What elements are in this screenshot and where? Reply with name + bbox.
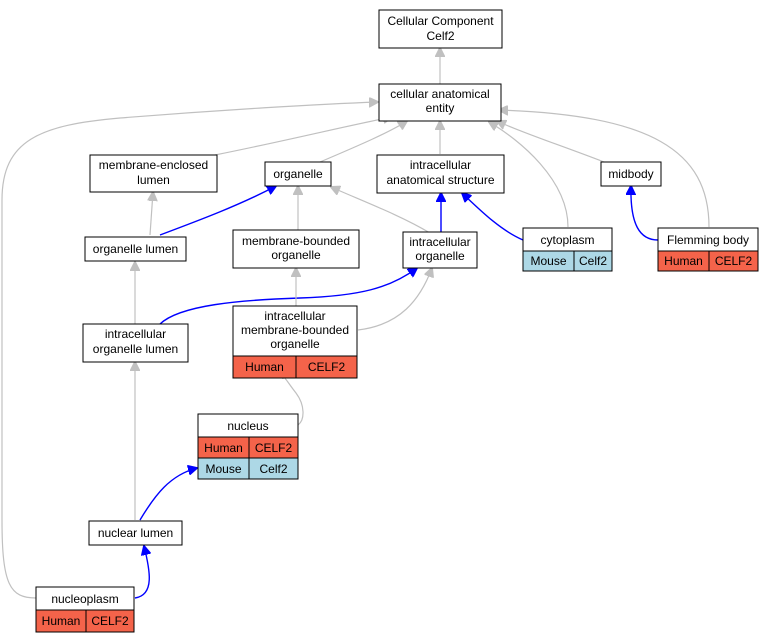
- node-mbo-line2: organelle: [271, 248, 321, 262]
- node-cae-line1: cellular anatomical: [390, 87, 489, 101]
- flemming-body-species-badge: Human: [664, 254, 703, 268]
- node-nucleus[interactable]: nucleus Human CELF2 Mouse Celf2: [197, 413, 299, 480]
- node-organelle-label: organelle: [273, 167, 323, 181]
- node-root-line1: Cellular Component: [387, 14, 494, 28]
- node-organelle-lumen-label: organelle lumen: [93, 242, 178, 256]
- nucleus-gene-badge-2: Celf2: [259, 462, 287, 476]
- nucleus-gene-badge-1: CELF2: [255, 441, 293, 455]
- node-nucleoplasm-label: nucleoplasm: [51, 592, 118, 606]
- node-organelle-lumen[interactable]: organelle lumen: [84, 236, 187, 262]
- node-imbo-line1: intracellular: [264, 309, 325, 323]
- node-mel-line2: lumen: [137, 173, 170, 187]
- edge-flemming-body-to-cae: [499, 110, 710, 228]
- edge-imbo-to-intracellular-organelle: [357, 268, 432, 331]
- flemming-body-gene-badge: CELF2: [715, 254, 753, 268]
- node-flemming-body[interactable]: Flemming body Human CELF2: [657, 227, 759, 272]
- edge-midbody-to-cae: [497, 121, 605, 163]
- node-cae-line2: entity: [426, 101, 455, 115]
- imbo-species-badge: Human: [245, 360, 284, 374]
- node-intracellular-anatomical-structure[interactable]: intracellular anatomical structure: [376, 154, 505, 194]
- node-cytoplasm-label: cytoplasm: [540, 233, 594, 247]
- cytoplasm-species-badge: Mouse: [530, 254, 566, 268]
- node-imbo-line3: organelle: [270, 337, 320, 351]
- node-ias-line1: intracellular: [410, 158, 471, 172]
- node-io-line1: intracellular: [409, 235, 470, 249]
- node-cytoplasm[interactable]: cytoplasm Mouse Celf2: [522, 227, 613, 272]
- edge-intracellular-organelle-lumen-to-intracellular-organelle: [159, 268, 417, 325]
- node-midbody-label: midbody: [608, 167, 653, 181]
- edge-nucleoplasm-to-nuclear-lumen: [134, 546, 149, 599]
- node-nucleus-label: nucleus: [227, 419, 268, 433]
- edge-nucleoplasm-to-cae: [1, 102, 378, 599]
- edge-organelle-lumen-to-membrane-enclosed-lumen: [150, 192, 153, 236]
- node-ias-line2: anatomical structure: [386, 173, 494, 187]
- node-nuclear-lumen[interactable]: nuclear lumen: [88, 520, 183, 546]
- edge-intracellular-organelle-to-organelle: [331, 187, 431, 234]
- edge-organelle-lumen-to-organelle: [159, 186, 276, 236]
- node-cellular-anatomical-entity[interactable]: cellular anatomical entity: [378, 83, 502, 122]
- imbo-gene-badge: CELF2: [308, 360, 346, 374]
- node-iol-line1: intracellular: [105, 327, 166, 341]
- node-organelle[interactable]: organelle: [264, 161, 332, 187]
- node-mbo-line1: membrane-bounded: [242, 234, 350, 248]
- node-root[interactable]: Cellular Component Celf2: [378, 9, 503, 49]
- edges: [1, 48, 710, 599]
- node-iol-line2: organelle lumen: [93, 342, 178, 356]
- nucleoplasm-species-badge: Human: [42, 614, 81, 628]
- nucleus-species-badge-2: Mouse: [205, 462, 241, 476]
- node-imbo-line2: membrane-bounded: [241, 323, 349, 337]
- nucleus-species-badge-1: Human: [204, 441, 243, 455]
- node-membrane-enclosed-lumen[interactable]: membrane-enclosed lumen: [89, 154, 218, 193]
- edge-nuclear-lumen-to-nucleus: [139, 468, 197, 521]
- node-intracellular-organelle-lumen[interactable]: intracellular organelle lumen: [82, 323, 189, 363]
- nucleoplasm-gene-badge: CELF2: [91, 614, 129, 628]
- node-midbody[interactable]: midbody: [600, 161, 662, 187]
- node-nucleoplasm[interactable]: nucleoplasm Human CELF2: [35, 586, 135, 633]
- edge-flemming-body-to-midbody: [631, 186, 659, 241]
- node-io-line2: organelle: [415, 249, 465, 263]
- edge-cytoplasm-to-ias: [462, 193, 524, 241]
- node-intracellular-organelle[interactable]: intracellular organelle: [402, 231, 478, 269]
- node-membrane-bounded-organelle[interactable]: membrane-bounded organelle: [232, 229, 360, 269]
- node-intracellular-membrane-bounded-organelle[interactable]: intracellular membrane-bounded organelle…: [232, 305, 358, 379]
- node-root-line2: Celf2: [426, 29, 454, 43]
- edge-organelle-to-cae: [319, 121, 407, 163]
- node-mel-line1: membrane-enclosed: [99, 158, 208, 172]
- edge-membrane-enclosed-lumen-to-cae: [214, 117, 392, 156]
- node-nuclear-lumen-label: nuclear lumen: [98, 526, 173, 540]
- node-flemming-body-label: Flemming body: [667, 233, 749, 247]
- cytoplasm-gene-badge: Celf2: [579, 254, 607, 268]
